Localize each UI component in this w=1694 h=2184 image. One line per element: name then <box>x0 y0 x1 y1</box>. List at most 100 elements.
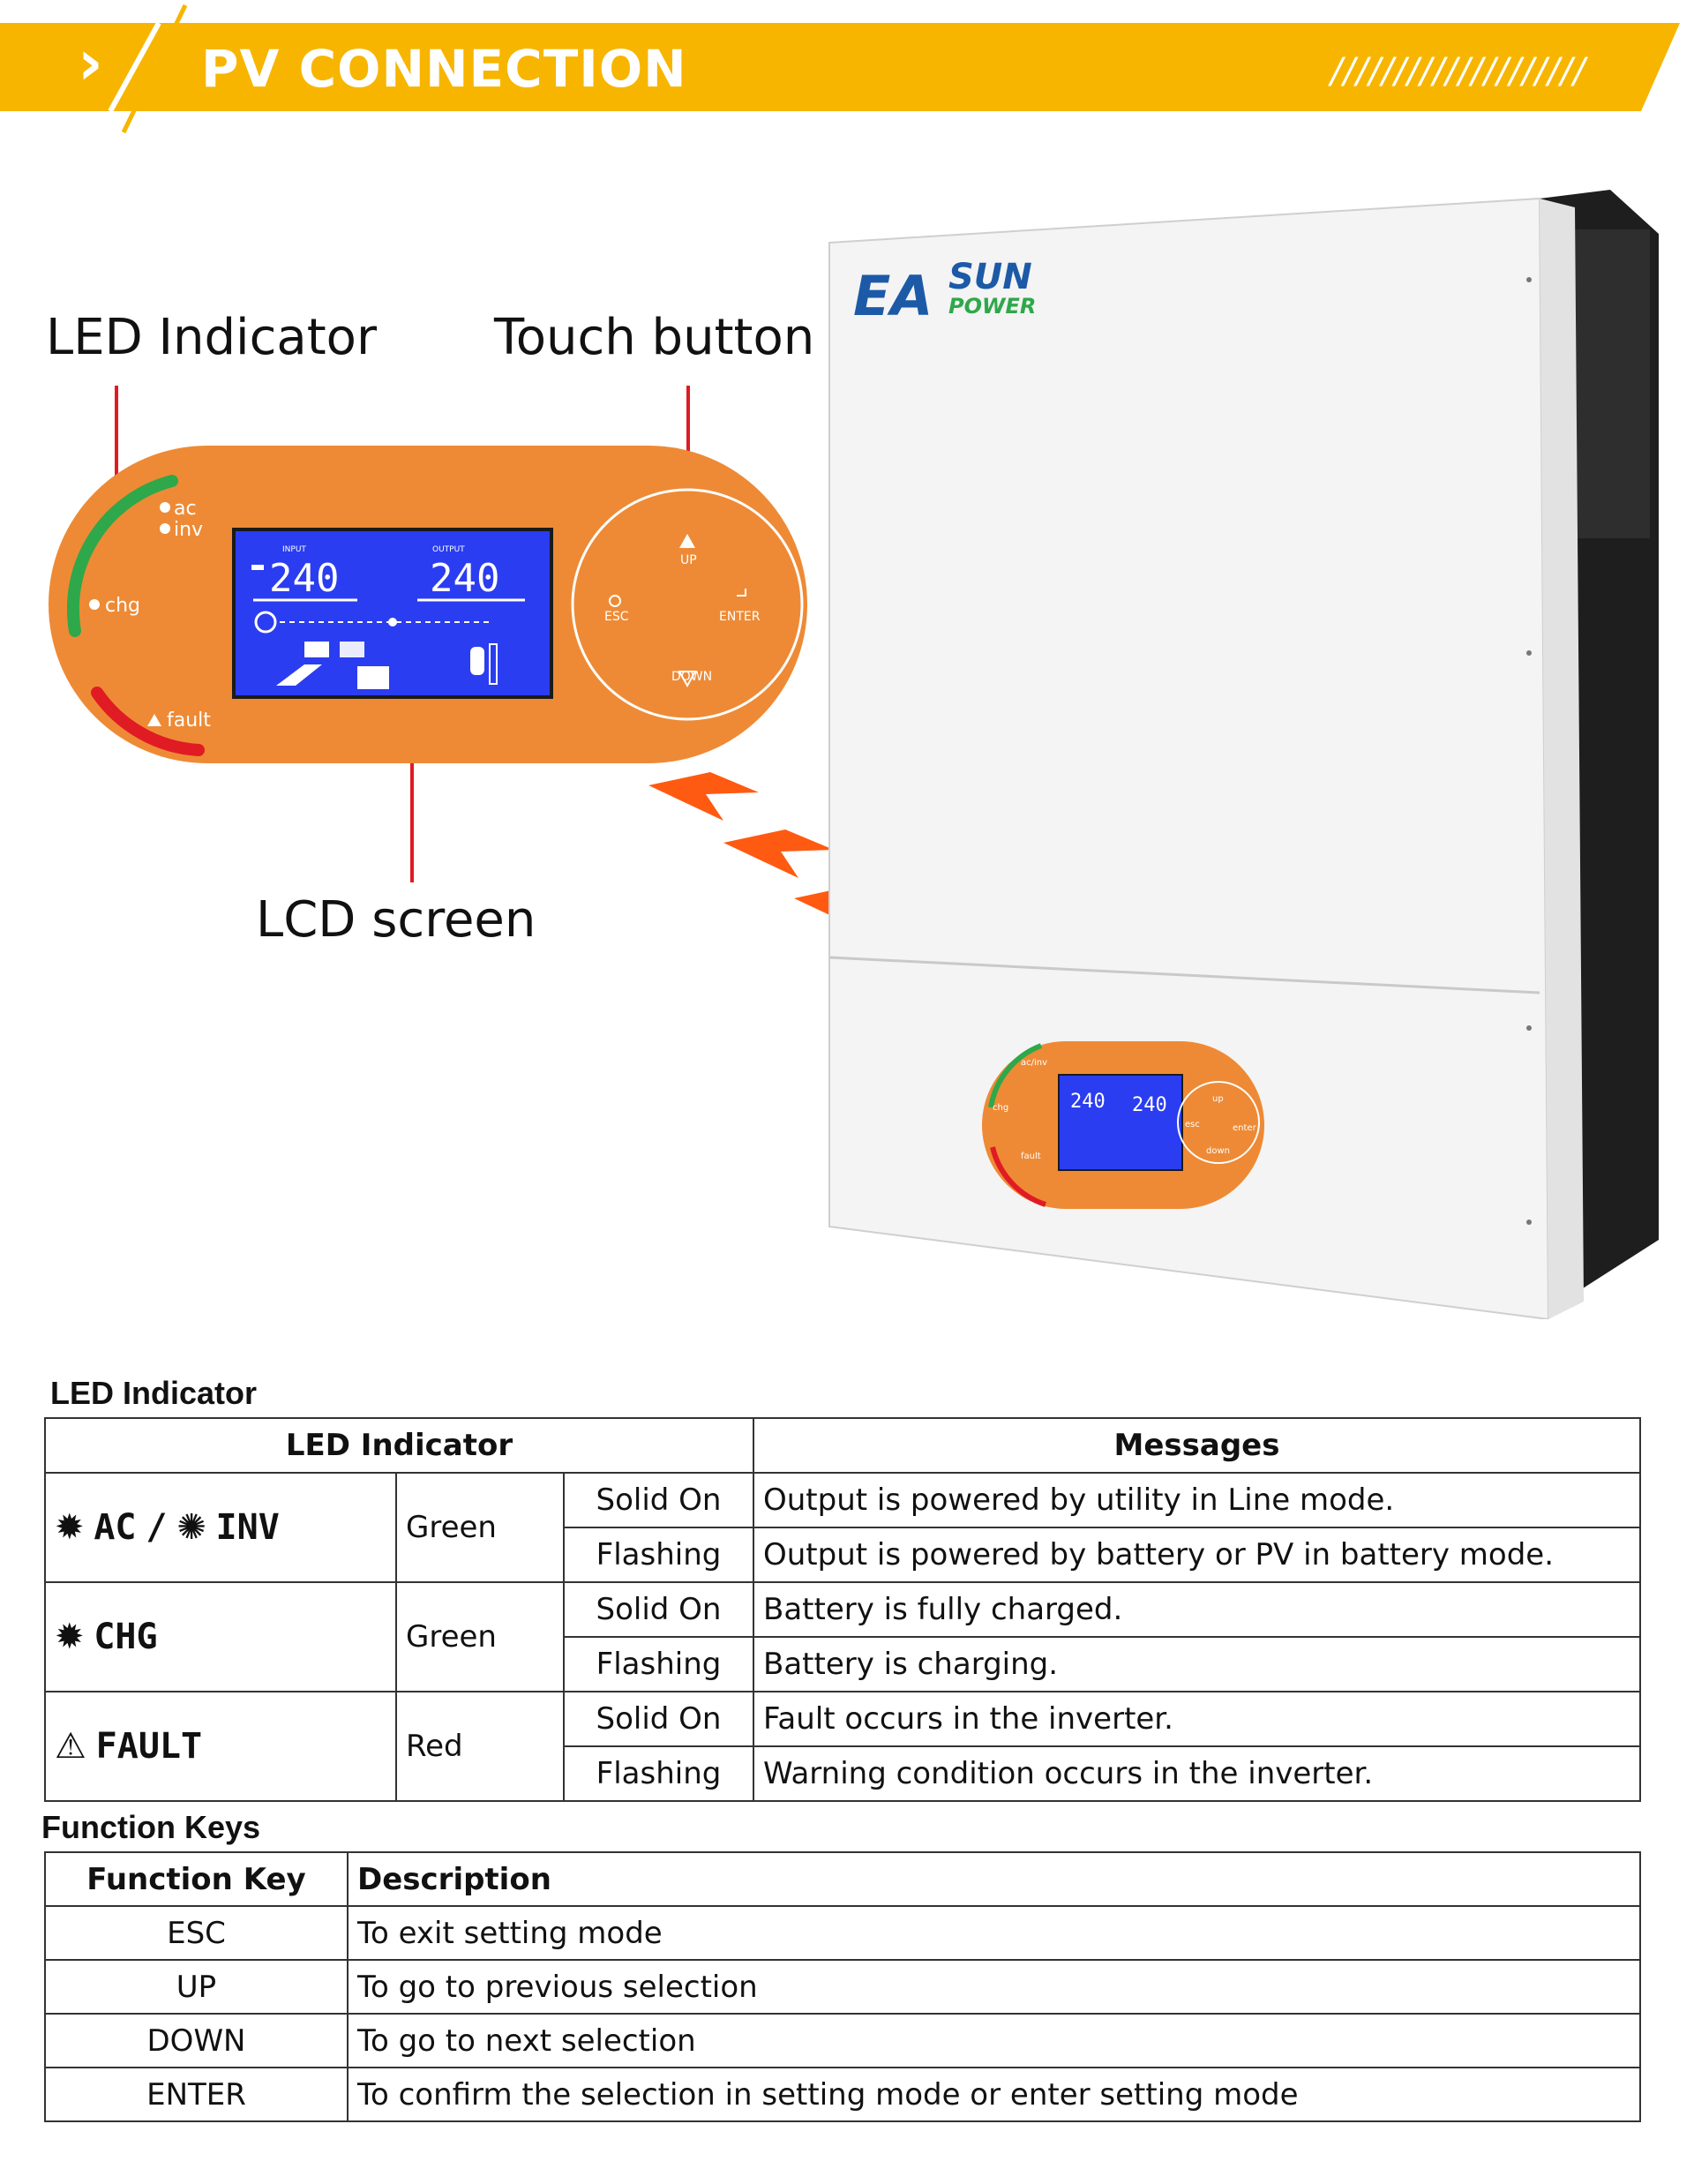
inverter-body: EA SUN POWER ac/inv chg fault 240 240 up… <box>828 190 1659 1321</box>
touch-button-ring[interactable] <box>571 488 804 721</box>
key-desc-cell: To confirm the selection in setting mode… <box>347 2067 1641 2122</box>
lcd-output-label: OUTPUT <box>432 545 465 554</box>
led-red-arc <box>91 687 205 756</box>
inverter-vent-grille <box>1566 229 1650 538</box>
arrow-chevron-1 <box>648 772 759 821</box>
lcd-load-bar <box>489 643 498 685</box>
led-name-ac: AC <box>94 1507 137 1548</box>
led-state-cell: Solid On <box>563 1472 754 1528</box>
banner-shape <box>0 4 1680 134</box>
touch-label-up[interactable]: UP <box>680 553 697 567</box>
ac-led-dot <box>160 502 170 513</box>
key-desc-cell: To go to previous selection <box>347 1959 1641 2015</box>
lcd-input-value: 240 <box>269 556 339 601</box>
led-section-heading: LED Indicator <box>50 1375 258 1411</box>
esc-back-icon[interactable] <box>609 595 621 607</box>
led-label-inv: inv <box>174 519 203 541</box>
led-label-chg: chg <box>105 595 140 617</box>
led-state-cell: Flashing <box>563 1636 754 1692</box>
table-row: Flashing Warning condition occurs in the… <box>45 1745 1641 1802</box>
lcd-solar-panel-icon <box>276 664 322 686</box>
chevron-right-icon: › <box>78 26 103 99</box>
table-row: UP To go to previous selection <box>44 1959 1641 2015</box>
led-color-cell: Red <box>395 1691 565 1802</box>
banner-hatch-decoration: //////////////////// <box>1330 51 1586 92</box>
touch-label-down[interactable]: DOWN <box>671 670 712 684</box>
led-state-cell: Solid On <box>563 1691 754 1747</box>
callout-touch-button: Touch button <box>494 309 815 366</box>
arrow-chevron-2 <box>723 829 834 878</box>
led-message-cell: Output is powered by utility in Line mod… <box>753 1472 1641 1528</box>
lcd-input-label: INPUT <box>282 545 306 554</box>
key-desc-cell: To go to next selection <box>347 2013 1641 2068</box>
led-state-cell: Solid On <box>563 1581 754 1638</box>
lcd-screen <box>232 528 553 699</box>
lcd-ac-indicator <box>251 565 264 570</box>
lcd-battery-icon <box>357 666 389 689</box>
led-message-cell: Fault occurs in the inverter. <box>753 1691 1641 1747</box>
small-led-label-chg: chg <box>993 1103 1008 1113</box>
led-name-cell: ⚠ FAULT <box>44 1691 397 1802</box>
led-name-fault: FAULT <box>95 1726 203 1767</box>
small-lcd-screen <box>1058 1074 1183 1171</box>
lcd-grid-icon <box>254 611 277 634</box>
down-triangle-icon[interactable] <box>678 671 697 688</box>
led-label-fault: fault <box>167 709 211 732</box>
led-message-cell: Battery is fully charged. <box>753 1581 1641 1638</box>
sun-icon: ✹ <box>55 1507 85 1548</box>
table-row: DOWN To go to next selection <box>44 2013 1641 2068</box>
inverter-product-image: EA SUN POWER ac/inv chg fault 240 240 up… <box>816 181 1663 1321</box>
table-row: ✹ CHG Green Solid On Battery is fully ch… <box>44 1581 1641 1692</box>
table-row: ⚠ FAULT Red Solid On Fault occurs in the… <box>44 1691 1641 1802</box>
led-state-cell: Flashing <box>563 1745 754 1802</box>
key-name-cell: DOWN <box>44 2013 349 2068</box>
key-name-cell: ESC <box>44 1905 349 1961</box>
key-name-cell: UP <box>44 1959 349 2015</box>
warning-triangle-icon: ⚠ <box>55 1726 86 1767</box>
key-name-cell: ENTER <box>44 2067 349 2122</box>
small-led-label-fault: fault <box>1021 1152 1041 1161</box>
led-name-cell: ✹ AC / ✺ INV <box>44 1472 397 1583</box>
touch-label-esc[interactable]: ESC <box>604 610 629 624</box>
led-table-header-row: LED Indicator Messages <box>44 1417 1641 1474</box>
lcd-leader-line <box>410 693 414 882</box>
keys-section-heading: Function Keys <box>41 1809 261 1845</box>
keys-table-header-row: Function Key Description <box>44 1851 1641 1907</box>
table-row: Flashing Battery is charging. <box>45 1636 1641 1692</box>
table-row: ✹ AC / ✺ INV Green Solid On Output is po… <box>44 1472 1641 1583</box>
small-touch-enter[interactable]: enter <box>1233 1123 1257 1133</box>
enter-return-icon[interactable] <box>737 589 746 597</box>
control-panel-zoom: ac inv chg fault INPUT OUTPUT 240 240 UP… <box>49 446 807 763</box>
small-touch-ring[interactable] <box>1177 1081 1260 1164</box>
small-led-label-acinv: ac/inv <box>1021 1058 1047 1068</box>
table-row: Flashing Output is powered by battery or… <box>45 1527 1641 1583</box>
up-triangle-icon[interactable] <box>679 534 695 548</box>
function-keys-table: Function Key Description ESC To exit set… <box>44 1851 1641 2122</box>
small-touch-esc[interactable]: esc <box>1185 1120 1200 1130</box>
callout-lcd-screen: LCD screen <box>256 891 536 949</box>
lcd-bulb-icon <box>470 647 484 675</box>
control-panel-body: ac inv chg fault INPUT OUTPUT 240 240 UP… <box>49 446 807 763</box>
table-row: ENTER To confirm the selection in settin… <box>44 2067 1641 2122</box>
small-touch-down[interactable]: down <box>1206 1146 1230 1156</box>
chg-led-dot <box>89 599 100 610</box>
callout-led-indicator: LED Indicator <box>46 309 377 366</box>
header-banner: › PV CONNECTION //////////////////// <box>0 0 1694 141</box>
keys-col-header-desc: Description <box>347 1851 1641 1907</box>
inv-led-dot <box>160 523 170 534</box>
table-row: ESC To exit setting mode <box>44 1905 1641 1961</box>
lcd-output-value: 240 <box>430 556 499 601</box>
led-message-cell: Battery is charging. <box>753 1636 1641 1692</box>
small-lcd-output-value: 240 <box>1132 1094 1167 1116</box>
led-name-chg: CHG <box>94 1617 158 1657</box>
sun-flash-icon: ✺ <box>176 1507 206 1548</box>
page-title: PV CONNECTION <box>201 39 687 99</box>
brand-logo-sun: SUN <box>948 257 1032 297</box>
inverter-cover-split <box>828 956 1540 994</box>
sun-icon: ✹ <box>55 1617 85 1657</box>
inverter-control-panel: ac/inv chg fault 240 240 up esc enter do… <box>982 1041 1264 1209</box>
brand-logo-ea: EA <box>853 264 933 328</box>
small-touch-up[interactable]: up <box>1212 1094 1224 1104</box>
touch-label-enter[interactable]: ENTER <box>719 610 761 624</box>
led-state-cell: Flashing <box>563 1527 754 1583</box>
